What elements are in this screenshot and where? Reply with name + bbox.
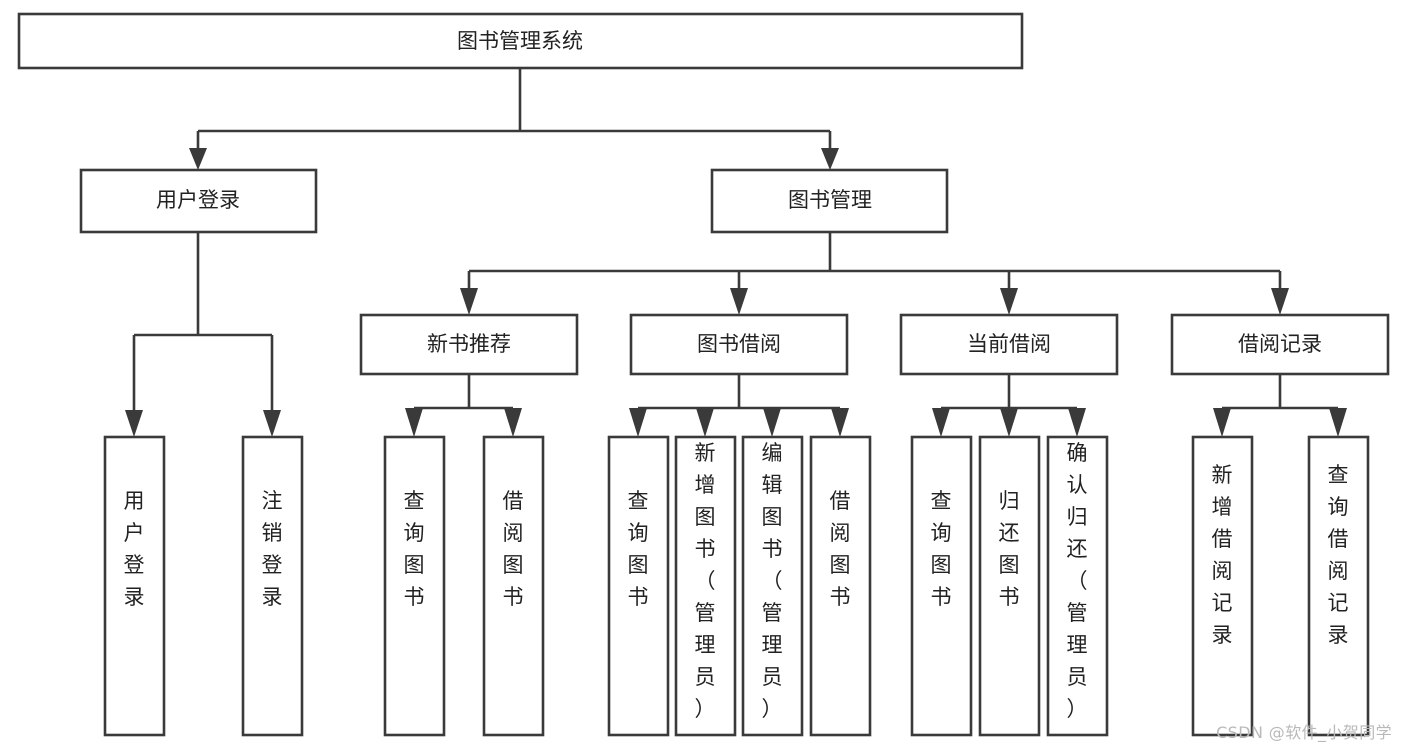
arrowhead-book-management	[821, 148, 839, 170]
node-leaf-add-borrow-record-box[interactable]	[1191, 435, 1254, 737]
node-leaf-borrow-book-1-label: 借阅图书	[503, 489, 524, 609]
node-current-borrow-label: 当前借阅	[967, 332, 1051, 356]
arrowhead-leaf-borrow-book-1	[504, 408, 522, 437]
node-user-login-box[interactable]	[79, 168, 318, 234]
arrowhead-new-book-recommend	[460, 288, 478, 315]
node-leaf-confirm-return-admin-label: 确认归还（管理员）	[1067, 441, 1088, 721]
node-root-label: 图书管理系统	[457, 29, 583, 53]
node-leaf-add-book-admin-label: 新增图书（管理员）	[695, 441, 716, 721]
arrowhead-leaf-logout-login	[263, 410, 281, 437]
arrowhead-leaf-edit-book-admin	[763, 408, 781, 437]
node-root[interactable]: 图书管理系统	[17, 12, 1024, 70]
node-leaf-add-book-admin-box[interactable]	[674, 435, 737, 737]
node-leaf-add-borrow-record[interactable]: 新增借阅记录	[1191, 435, 1254, 737]
node-leaf-borrow-book-1-box[interactable]	[482, 435, 545, 737]
node-leaf-query-borrow-record-label: 查询借阅记录	[1328, 463, 1349, 647]
node-leaf-query-book-2-box[interactable]	[607, 435, 670, 737]
node-leaf-query-book-2[interactable]: 查询图书	[607, 435, 670, 737]
connector-layer	[125, 68, 1347, 437]
node-leaf-borrow-book-2-label: 借阅图书	[830, 489, 851, 609]
node-leaf-edit-book-admin-box[interactable]	[741, 435, 804, 737]
node-book-borrow-box[interactable]	[629, 313, 849, 376]
node-leaf-logout-login[interactable]: 注销登录	[241, 435, 304, 737]
node-current-borrow-box[interactable]	[899, 313, 1119, 376]
node-leaf-user-login-box[interactable]	[103, 435, 166, 737]
node-leaf-confirm-return-admin[interactable]: 确认归还（管理员）	[1046, 435, 1109, 737]
node-leaf-query-book-1[interactable]: 查询图书	[383, 435, 446, 737]
node-leaf-query-book-3[interactable]: 查询图书	[910, 435, 973, 737]
arrowhead-leaf-borrow-book-2	[831, 408, 849, 437]
node-leaf-add-borrow-record-label: 新增借阅记录	[1212, 463, 1233, 647]
arrowhead-leaf-query-book-2	[629, 408, 647, 437]
node-leaf-user-login-label: 用户登录	[124, 489, 145, 609]
node-leaf-logout-login-label: 注销登录	[262, 489, 283, 609]
node-leaf-borrow-book-1[interactable]: 借阅图书	[482, 435, 545, 737]
node-borrow-record[interactable]: 借阅记录	[1170, 313, 1390, 376]
node-leaf-return-book[interactable]: 归还图书	[978, 435, 1041, 737]
node-leaf-logout-login-box[interactable]	[241, 435, 304, 737]
node-book-borrow-label: 图书借阅	[697, 332, 781, 356]
node-book-management-box[interactable]	[710, 168, 949, 234]
node-leaf-borrow-book-2[interactable]: 借阅图书	[809, 435, 872, 737]
node-user-login[interactable]: 用户登录	[79, 168, 318, 234]
node-leaf-query-borrow-record[interactable]: 查询借阅记录	[1307, 435, 1370, 737]
node-user-login-label: 用户登录	[156, 188, 240, 212]
node-book-management-label: 图书管理	[788, 188, 872, 212]
node-leaf-return-book-label: 归还图书	[999, 489, 1020, 609]
node-leaf-query-book-3-label: 查询图书	[931, 489, 952, 609]
arrowhead-leaf-query-borrow-record	[1329, 408, 1347, 437]
arrowhead-user-login	[189, 148, 207, 170]
csdn-watermark: CSDN @软件_小贺同学	[1216, 723, 1392, 742]
node-leaf-add-book-admin[interactable]: 新增图书（管理员）	[674, 435, 737, 737]
node-leaf-user-login[interactable]: 用户登录	[103, 435, 166, 737]
node-borrow-record-label: 借阅记录	[1238, 332, 1322, 356]
node-book-borrow[interactable]: 图书借阅	[629, 313, 849, 376]
arrowhead-leaf-return-book	[1000, 408, 1018, 437]
arrowhead-borrow-record	[1271, 288, 1289, 315]
arrowhead-leaf-add-book-admin	[696, 408, 714, 437]
node-leaf-borrow-book-2-box[interactable]	[809, 435, 872, 737]
arrowhead-leaf-confirm-return-admin	[1068, 408, 1086, 437]
node-leaf-confirm-return-admin-box[interactable]	[1046, 435, 1109, 737]
node-leaf-edit-book-admin-label: 编辑图书（管理员）	[762, 441, 783, 721]
node-borrow-record-box[interactable]	[1170, 313, 1390, 376]
arrowhead-leaf-add-borrow-record	[1213, 408, 1231, 437]
arrowhead-leaf-query-book-1	[405, 408, 423, 437]
node-current-borrow[interactable]: 当前借阅	[899, 313, 1119, 376]
node-leaf-query-book-2-label: 查询图书	[628, 489, 649, 609]
node-leaf-return-book-box[interactable]	[978, 435, 1041, 737]
node-leaf-query-borrow-record-box[interactable]	[1307, 435, 1370, 737]
node-leaf-query-book-1-box[interactable]	[383, 435, 446, 737]
node-new-book-recommend-box[interactable]	[359, 313, 579, 376]
node-leaf-query-book-1-label: 查询图书	[404, 489, 425, 609]
arrowhead-current-borrow	[1000, 288, 1018, 315]
node-book-management[interactable]: 图书管理	[710, 168, 949, 234]
node-leaf-query-book-3-box[interactable]	[910, 435, 973, 737]
arrowhead-book-borrow	[730, 288, 748, 315]
node-leaf-edit-book-admin[interactable]: 编辑图书（管理员）	[741, 435, 804, 737]
node-new-book-recommend[interactable]: 新书推荐	[359, 313, 579, 376]
arrowhead-leaf-query-book-3	[932, 408, 950, 437]
arrowhead-leaf-user-login	[125, 410, 143, 437]
node-new-book-recommend-label: 新书推荐	[427, 332, 511, 356]
node-root-box[interactable]	[17, 12, 1024, 70]
